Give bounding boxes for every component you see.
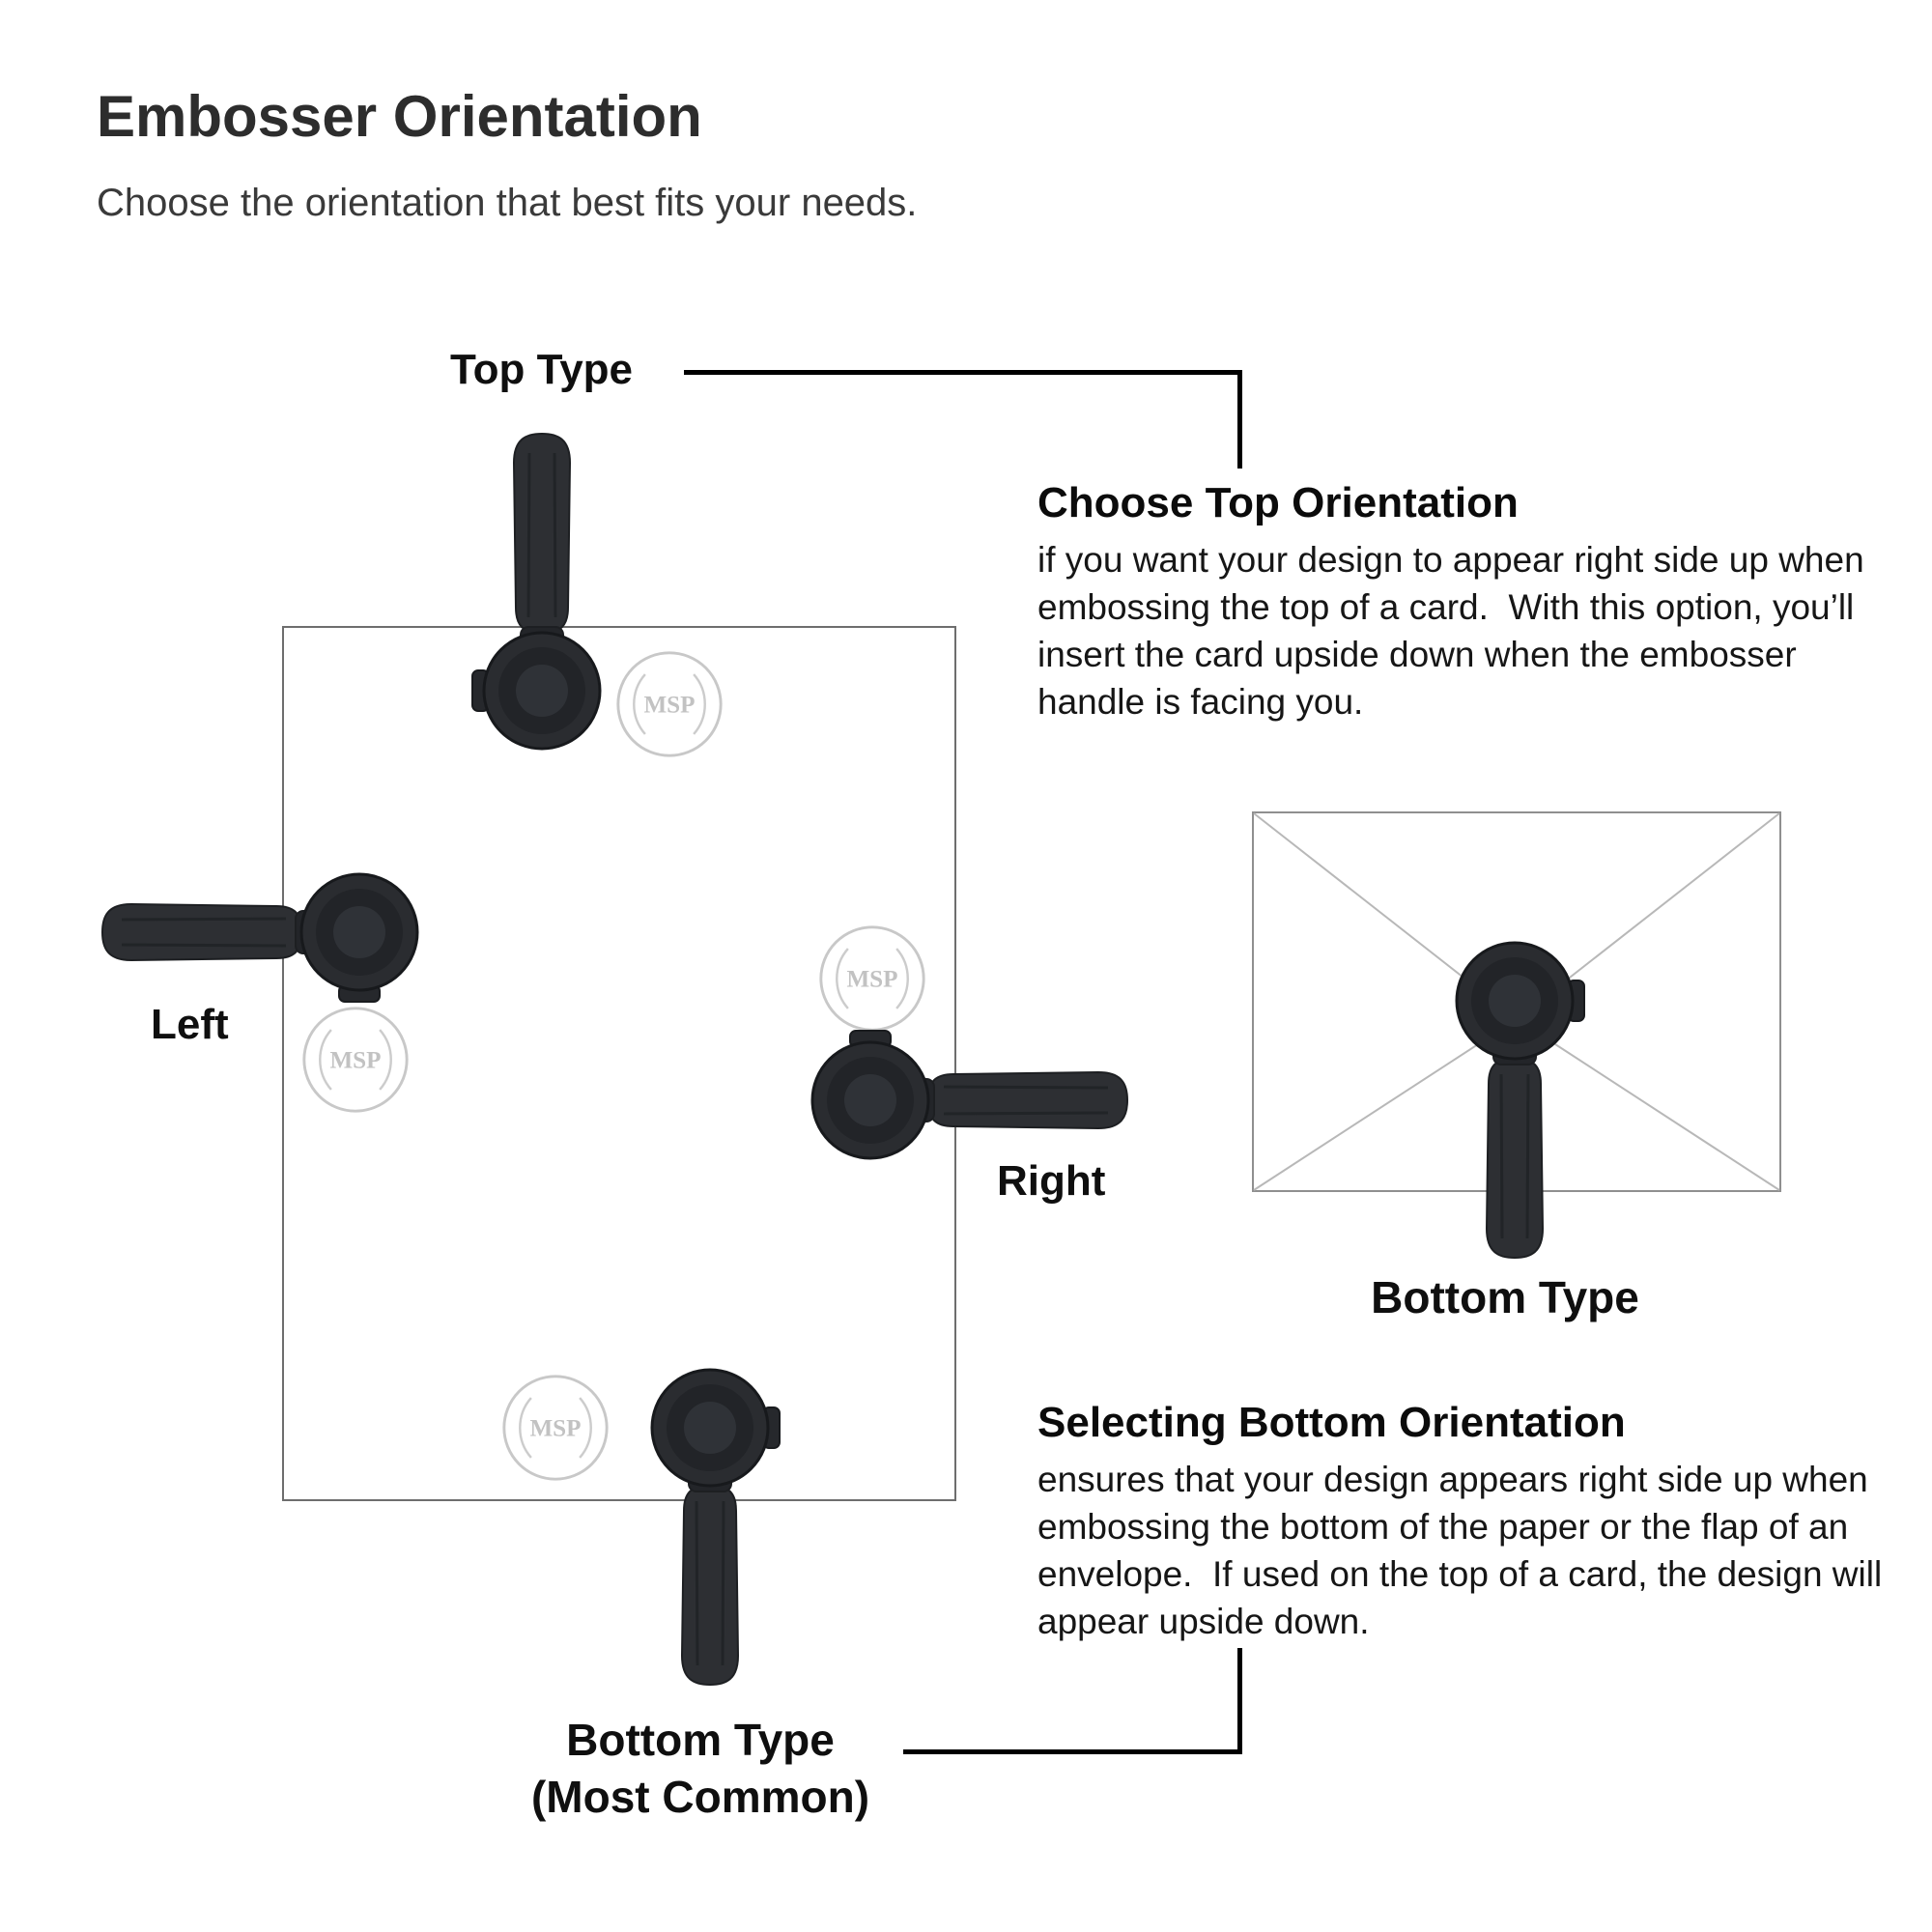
embosser-top-icon xyxy=(470,432,602,751)
label-bottom-type-line1: Bottom Type xyxy=(566,1715,835,1765)
callout-bottom-orientation: Selecting Bottom Orientation ensures tha… xyxy=(1037,1399,1888,1645)
page-title: Embosser Orientation xyxy=(97,84,702,149)
msp-seal-icon: MSP xyxy=(502,1375,609,1481)
top-callout-connector-horizontal xyxy=(684,370,1242,375)
callout-bottom-heading: Selecting Bottom Orientation xyxy=(1037,1399,1626,1446)
callout-top-heading: Choose Top Orientation xyxy=(1037,479,1519,526)
callout-bottom-body: ensures that your design appears right s… xyxy=(1037,1459,1892,1642)
page-subtitle: Choose the orientation that best fits yo… xyxy=(97,182,918,224)
embosser-bottom-icon xyxy=(650,1368,781,1687)
seal-text: MSP xyxy=(643,693,695,719)
bottom-callout-connector-vertical xyxy=(1237,1648,1242,1754)
label-envelope-bottom-type: Bottom Type xyxy=(1371,1272,1639,1322)
embosser-envelope-icon xyxy=(1455,941,1586,1260)
label-left: Left xyxy=(151,1001,229,1048)
bottom-callout-connector-horizontal xyxy=(903,1749,1242,1754)
top-callout-connector-vertical xyxy=(1237,370,1242,469)
label-right: Right xyxy=(997,1157,1106,1205)
msp-seal-icon: MSP xyxy=(616,651,723,757)
label-top-type: Top Type xyxy=(450,346,634,393)
msp-seal-icon: MSP xyxy=(302,1007,409,1113)
seal-text: MSP xyxy=(329,1048,381,1074)
label-bottom-type-line2: (Most Common) xyxy=(530,1771,870,1822)
label-bottom-type-most-common: Bottom Type (Most Common) xyxy=(415,1712,985,1826)
msp-seal-icon: MSP xyxy=(819,925,925,1032)
seal-text: MSP xyxy=(529,1416,581,1442)
callout-top-orientation: Choose Top Orientation if you want your … xyxy=(1037,479,1888,725)
callout-top-body: if you want your design to appear right … xyxy=(1037,539,1874,723)
embosser-right-icon xyxy=(810,1029,1129,1160)
embosser-left-icon xyxy=(100,872,419,1004)
seal-text: MSP xyxy=(846,967,897,993)
